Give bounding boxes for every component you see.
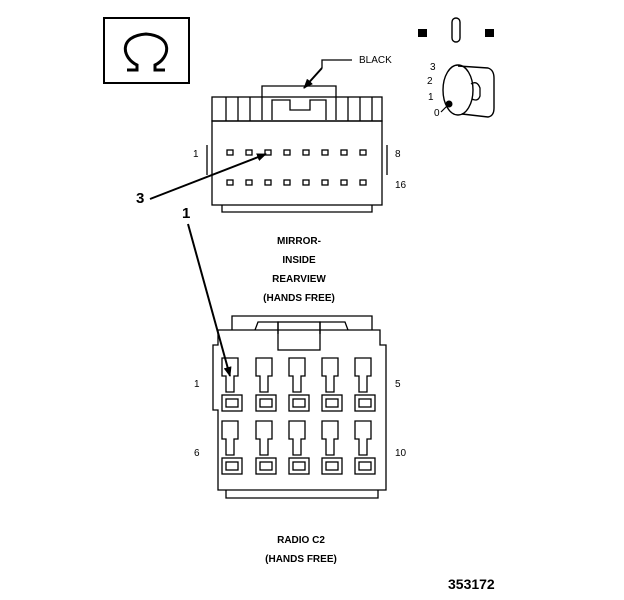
top-connector-name-line3: REARVIEW	[272, 274, 326, 285]
top-connector-name-line4: (HANDS FREE)	[263, 293, 335, 304]
bottom-connector-terminals-row2	[221, 420, 376, 475]
bottom-pin-label-last: 10	[395, 448, 407, 459]
connector-symbol-box	[103, 17, 190, 84]
callout-1-label: 1	[182, 205, 190, 222]
top-connector-name-line2: INSIDE	[282, 255, 316, 266]
top-connector-cavities-row1	[226, 149, 367, 156]
bottom-pin-label-first: 1	[194, 379, 200, 390]
top-connector-name-line1: MIRROR-	[277, 236, 321, 247]
ignition-key-icon: 3 2 1 0	[418, 17, 495, 119]
top-pin-label-row1-last: 8	[395, 149, 401, 160]
callout-pin-3: 3	[136, 153, 267, 207]
callout-3-label: 3	[136, 190, 144, 207]
top-connector: BLACK	[193, 55, 407, 304]
top-connector-ribs	[225, 97, 373, 121]
bottom-connector: 1 5 6 10 RADIO C2 (HANDS FREE)	[194, 315, 407, 565]
omega-icon	[123, 32, 169, 72]
bottom-pin-label-row1-last: 5	[395, 379, 401, 390]
key-position-0: 0	[434, 108, 440, 119]
bottom-connector-name-line2: (HANDS FREE)	[265, 554, 337, 565]
bottom-pin-label-row2-first: 6	[194, 448, 200, 459]
figure-number: 353172	[448, 576, 495, 592]
top-pin-label-last: 16	[395, 180, 407, 191]
key-position-3: 3	[430, 62, 436, 73]
key-position-2: 2	[427, 76, 433, 87]
top-pin-label-first: 1	[193, 149, 199, 160]
top-connector-cavities-row2	[226, 179, 367, 186]
key-position-1: 1	[428, 92, 434, 103]
wire-color-label: BLACK	[359, 55, 392, 66]
callout-pin-1: 1	[182, 205, 232, 377]
bottom-connector-name-line1: RADIO C2	[277, 535, 325, 546]
bottom-connector-terminals-row1	[221, 357, 376, 412]
